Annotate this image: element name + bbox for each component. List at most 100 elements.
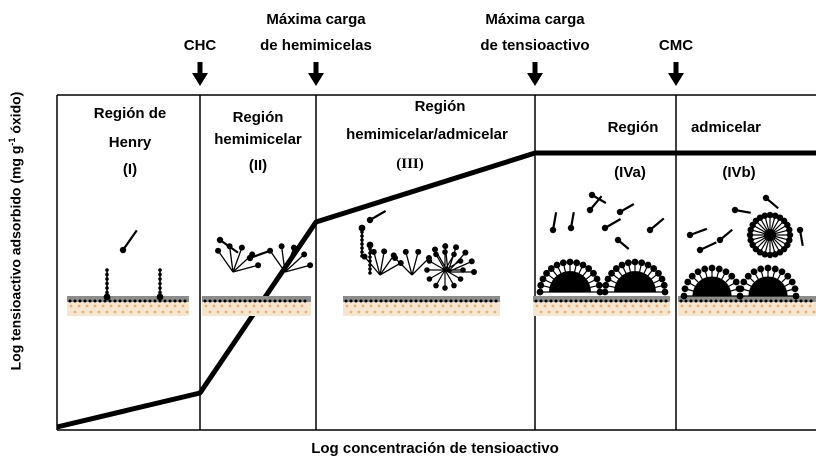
tail-segment <box>158 286 162 290</box>
surface-site <box>128 299 132 303</box>
hemi-head <box>757 265 765 273</box>
star-head <box>426 258 433 264</box>
y-axis-label: Log tensioactivo adsorbido (mg g-1 óxido… <box>7 91 24 371</box>
surface-dot <box>663 304 667 308</box>
star-tail <box>444 269 455 286</box>
hemi-head <box>784 272 792 280</box>
cluster-tail <box>232 264 259 273</box>
hemi-head <box>602 281 610 289</box>
star-tail <box>435 254 446 271</box>
surface-dot <box>547 310 551 314</box>
oxide-surfaces <box>67 296 816 316</box>
cluster-head <box>267 247 274 254</box>
surface-site <box>153 299 157 303</box>
hemi-head <box>658 275 666 283</box>
hemi-head <box>660 281 668 289</box>
surface-site <box>364 299 368 303</box>
surface-dot <box>405 310 409 314</box>
surface-dot <box>117 304 121 308</box>
surface-dot <box>611 310 615 314</box>
star-micelle <box>424 249 466 291</box>
surface-top-layer <box>533 296 670 302</box>
molecule-head <box>586 206 594 214</box>
surface-dot <box>181 304 185 308</box>
surface-dot <box>429 310 433 314</box>
molecule-head <box>762 194 770 202</box>
surface-site <box>208 299 212 303</box>
surface-site <box>574 299 578 303</box>
surface-site <box>118 299 122 303</box>
star-head <box>451 282 457 289</box>
molecule-head <box>156 293 164 301</box>
surface-top-layer <box>67 296 189 302</box>
molecule-head <box>716 236 724 244</box>
surface-site <box>263 299 267 303</box>
surface-dot <box>272 310 276 314</box>
surface-site <box>409 299 413 303</box>
tail-segment <box>105 268 109 272</box>
surface-site <box>744 299 748 303</box>
cluster-head <box>432 246 438 253</box>
star-tail <box>444 254 455 271</box>
molecule-head <box>696 246 704 254</box>
surface-site <box>634 299 638 303</box>
star-head <box>433 251 439 258</box>
surface-dot <box>296 310 300 314</box>
star-head <box>451 251 457 258</box>
surface-site <box>704 299 708 303</box>
cluster-tail <box>228 246 234 273</box>
surface-site <box>724 299 728 303</box>
surface-dot <box>393 304 397 308</box>
surface-dot <box>216 310 220 314</box>
surface-dot <box>121 310 125 314</box>
tail-segment <box>105 290 109 295</box>
surface-dot <box>788 310 792 314</box>
surface-dot <box>559 304 563 308</box>
hemi-head <box>566 258 574 266</box>
micelle-head <box>784 221 791 229</box>
hemi-head <box>539 275 547 283</box>
free-molecule <box>716 228 733 244</box>
micelle-core <box>764 229 776 241</box>
surface-dot <box>659 310 663 314</box>
hemi-head <box>688 272 696 280</box>
hemi-head <box>744 272 752 280</box>
surface-site <box>78 299 82 303</box>
surface-dot <box>280 310 284 314</box>
surface-dot <box>377 304 381 308</box>
surface-dot <box>808 304 812 308</box>
surface-site <box>534 299 538 303</box>
free-molecule <box>567 212 575 232</box>
surface-site <box>389 299 393 303</box>
surface-site <box>278 299 282 303</box>
free-molecule <box>366 210 387 224</box>
micelle-head <box>766 251 774 259</box>
surface-site <box>474 299 478 303</box>
surface-dot <box>579 310 583 314</box>
surface-dot <box>173 304 177 308</box>
surface-top-layer <box>202 296 311 302</box>
surface-site <box>253 299 257 303</box>
micelle-head <box>786 231 794 239</box>
surface-site <box>684 299 688 303</box>
surface-dot <box>433 304 437 308</box>
surface-site <box>569 299 573 303</box>
surface-site <box>404 299 408 303</box>
molecule-head <box>549 226 557 234</box>
hemi-head <box>618 261 626 269</box>
surface-site <box>238 299 242 303</box>
surface-dot <box>161 310 165 314</box>
surface-site <box>649 299 653 303</box>
surface-site <box>148 299 152 303</box>
hemi-head <box>684 278 692 286</box>
hemi-head <box>595 281 603 289</box>
hemi-head <box>736 292 744 300</box>
micelle-head <box>747 236 754 244</box>
hemi-head <box>559 259 567 267</box>
hemi-head <box>722 268 730 276</box>
surface-dot <box>465 304 469 308</box>
max-hemi-label-line2: de hemimicelas <box>260 37 372 54</box>
surface-dot <box>224 310 228 314</box>
surface-site <box>694 299 698 303</box>
